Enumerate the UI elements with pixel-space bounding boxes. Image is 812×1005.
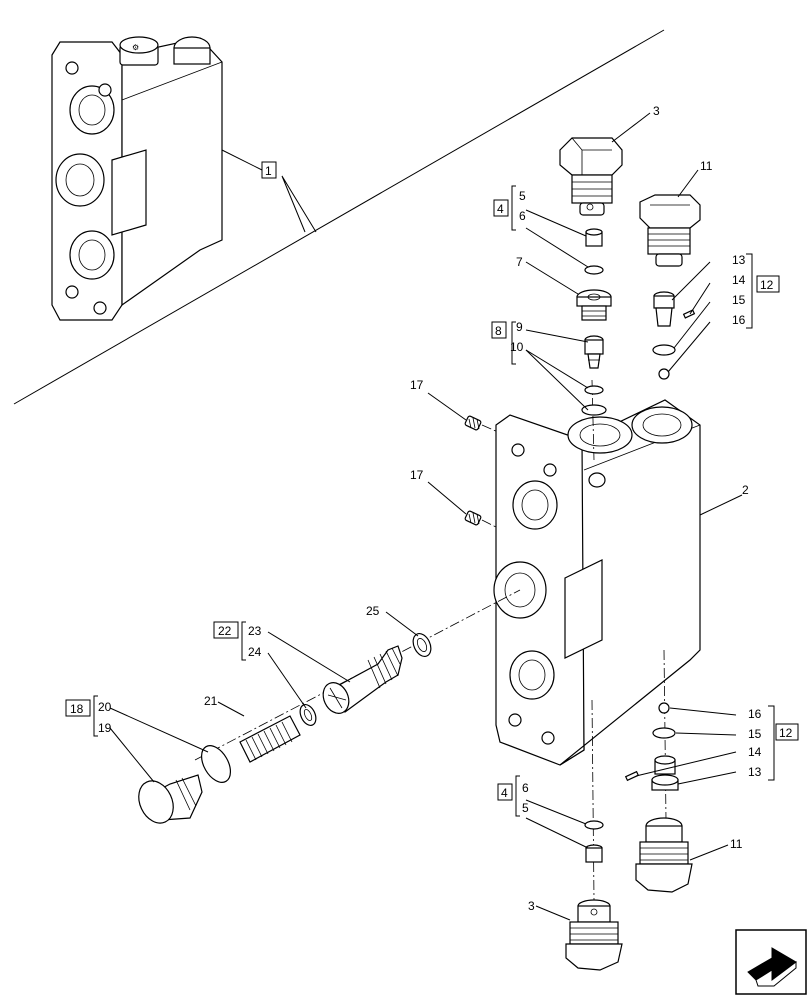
label-box-4-bottom	[497, 783, 513, 801]
label-12-bottom: 12	[779, 726, 793, 740]
label-box-1	[261, 161, 277, 179]
pin-14-top	[682, 309, 696, 319]
label-15-bottom: 15	[748, 727, 762, 741]
label-17-top: 17	[410, 378, 424, 392]
label-20: 20	[98, 700, 112, 714]
label-box-22	[213, 621, 239, 639]
label-box-18	[65, 699, 91, 717]
o-ring-20	[200, 745, 232, 783]
plug-11-bottom	[635, 817, 693, 893]
label-2: 2	[742, 483, 749, 497]
label-box-12-bottom	[775, 723, 799, 741]
label-1: 1	[265, 164, 272, 178]
check-valve-9	[584, 335, 604, 369]
valve-body	[493, 399, 701, 766]
leader-lines	[109, 112, 743, 921]
axis-line-screw-a	[481, 424, 499, 433]
plug-19	[138, 774, 203, 824]
ball-16-bottom	[658, 702, 670, 714]
label-21: 21	[204, 694, 218, 708]
label-23: 23	[248, 624, 262, 638]
label-10: 10	[510, 340, 524, 354]
inset-divider-line	[13, 29, 665, 405]
ball-16-top	[658, 368, 670, 380]
label-11-top: 11	[700, 159, 713, 173]
svg-text:⚙: ⚙	[132, 43, 139, 52]
label-16-top: 16	[732, 313, 746, 327]
piston-13-bottom	[651, 755, 679, 791]
set-screw-17b	[464, 510, 482, 526]
inset-valve-body: ⚙	[13, 29, 665, 405]
bracket-group-22	[241, 621, 246, 661]
plug-7	[576, 289, 612, 321]
label-14-top: 14	[732, 273, 746, 287]
seat-bottom	[585, 844, 603, 863]
label-16-bottom: 16	[748, 707, 762, 721]
bracket-group-18	[93, 695, 98, 737]
label-4-bottom: 4	[501, 786, 508, 800]
spool-23	[322, 645, 403, 714]
o-ring-bottom	[584, 820, 604, 830]
label-13-top: 13	[732, 253, 746, 267]
label-15-top: 15	[732, 293, 746, 307]
label-3-top: 3	[653, 104, 660, 118]
label-7: 7	[516, 255, 523, 269]
label-19: 19	[98, 721, 112, 735]
label-box-12-top	[756, 275, 780, 293]
label-14-bottom: 14	[748, 745, 762, 759]
plug-bottom	[565, 899, 623, 971]
label-5-bottom: 5	[522, 801, 529, 815]
label-25: 25	[366, 604, 380, 618]
piston-13-top	[653, 291, 675, 327]
ring-24	[299, 704, 317, 726]
o-ring-15-bottom	[652, 727, 676, 739]
bracket-group-12-bottom	[768, 705, 775, 781]
bracket-group-8	[511, 321, 516, 365]
axis-line-screw-b	[481, 519, 499, 529]
o-ring-15-top	[652, 344, 676, 356]
plug-top	[559, 137, 623, 216]
label-11-bottom: 11	[730, 837, 743, 851]
label-22: 22	[218, 624, 232, 638]
label-6-bottom: 6	[522, 781, 529, 795]
label-6-top: 6	[519, 209, 526, 223]
o-ring-top	[584, 265, 604, 275]
label-18: 18	[70, 702, 84, 716]
o-ring-10b	[581, 404, 607, 416]
label-24: 24	[248, 645, 262, 659]
bracket-group-4-top	[511, 185, 516, 231]
navigation-arrow-icon[interactable]	[735, 929, 807, 995]
label-12-top: 12	[760, 278, 774, 292]
label-3-bottom: 3	[528, 899, 535, 913]
inset-cap-bolt: ⚙	[119, 36, 159, 66]
bracket-group-12-top	[746, 253, 753, 329]
label-5-top: 5	[519, 189, 526, 203]
bracket-group-4-bottom	[515, 775, 520, 817]
label-box-4-top	[493, 199, 509, 217]
axis-line-bottom	[591, 699, 595, 901]
inset-cap-plug	[173, 36, 211, 65]
pin-14-bottom	[624, 770, 640, 782]
label-box-8	[491, 321, 507, 339]
label-13-bottom: 13	[748, 765, 762, 779]
washer-25	[412, 633, 432, 657]
spring-21	[239, 715, 301, 763]
label-4-top: 4	[497, 202, 504, 216]
seat-top	[585, 228, 603, 247]
label-9: 9	[516, 320, 523, 334]
set-screw-17a	[464, 415, 482, 431]
plug-11-top	[639, 194, 701, 267]
label-17-bottom: 17	[410, 468, 424, 482]
label-8: 8	[495, 324, 502, 338]
o-ring-10a	[584, 385, 604, 395]
